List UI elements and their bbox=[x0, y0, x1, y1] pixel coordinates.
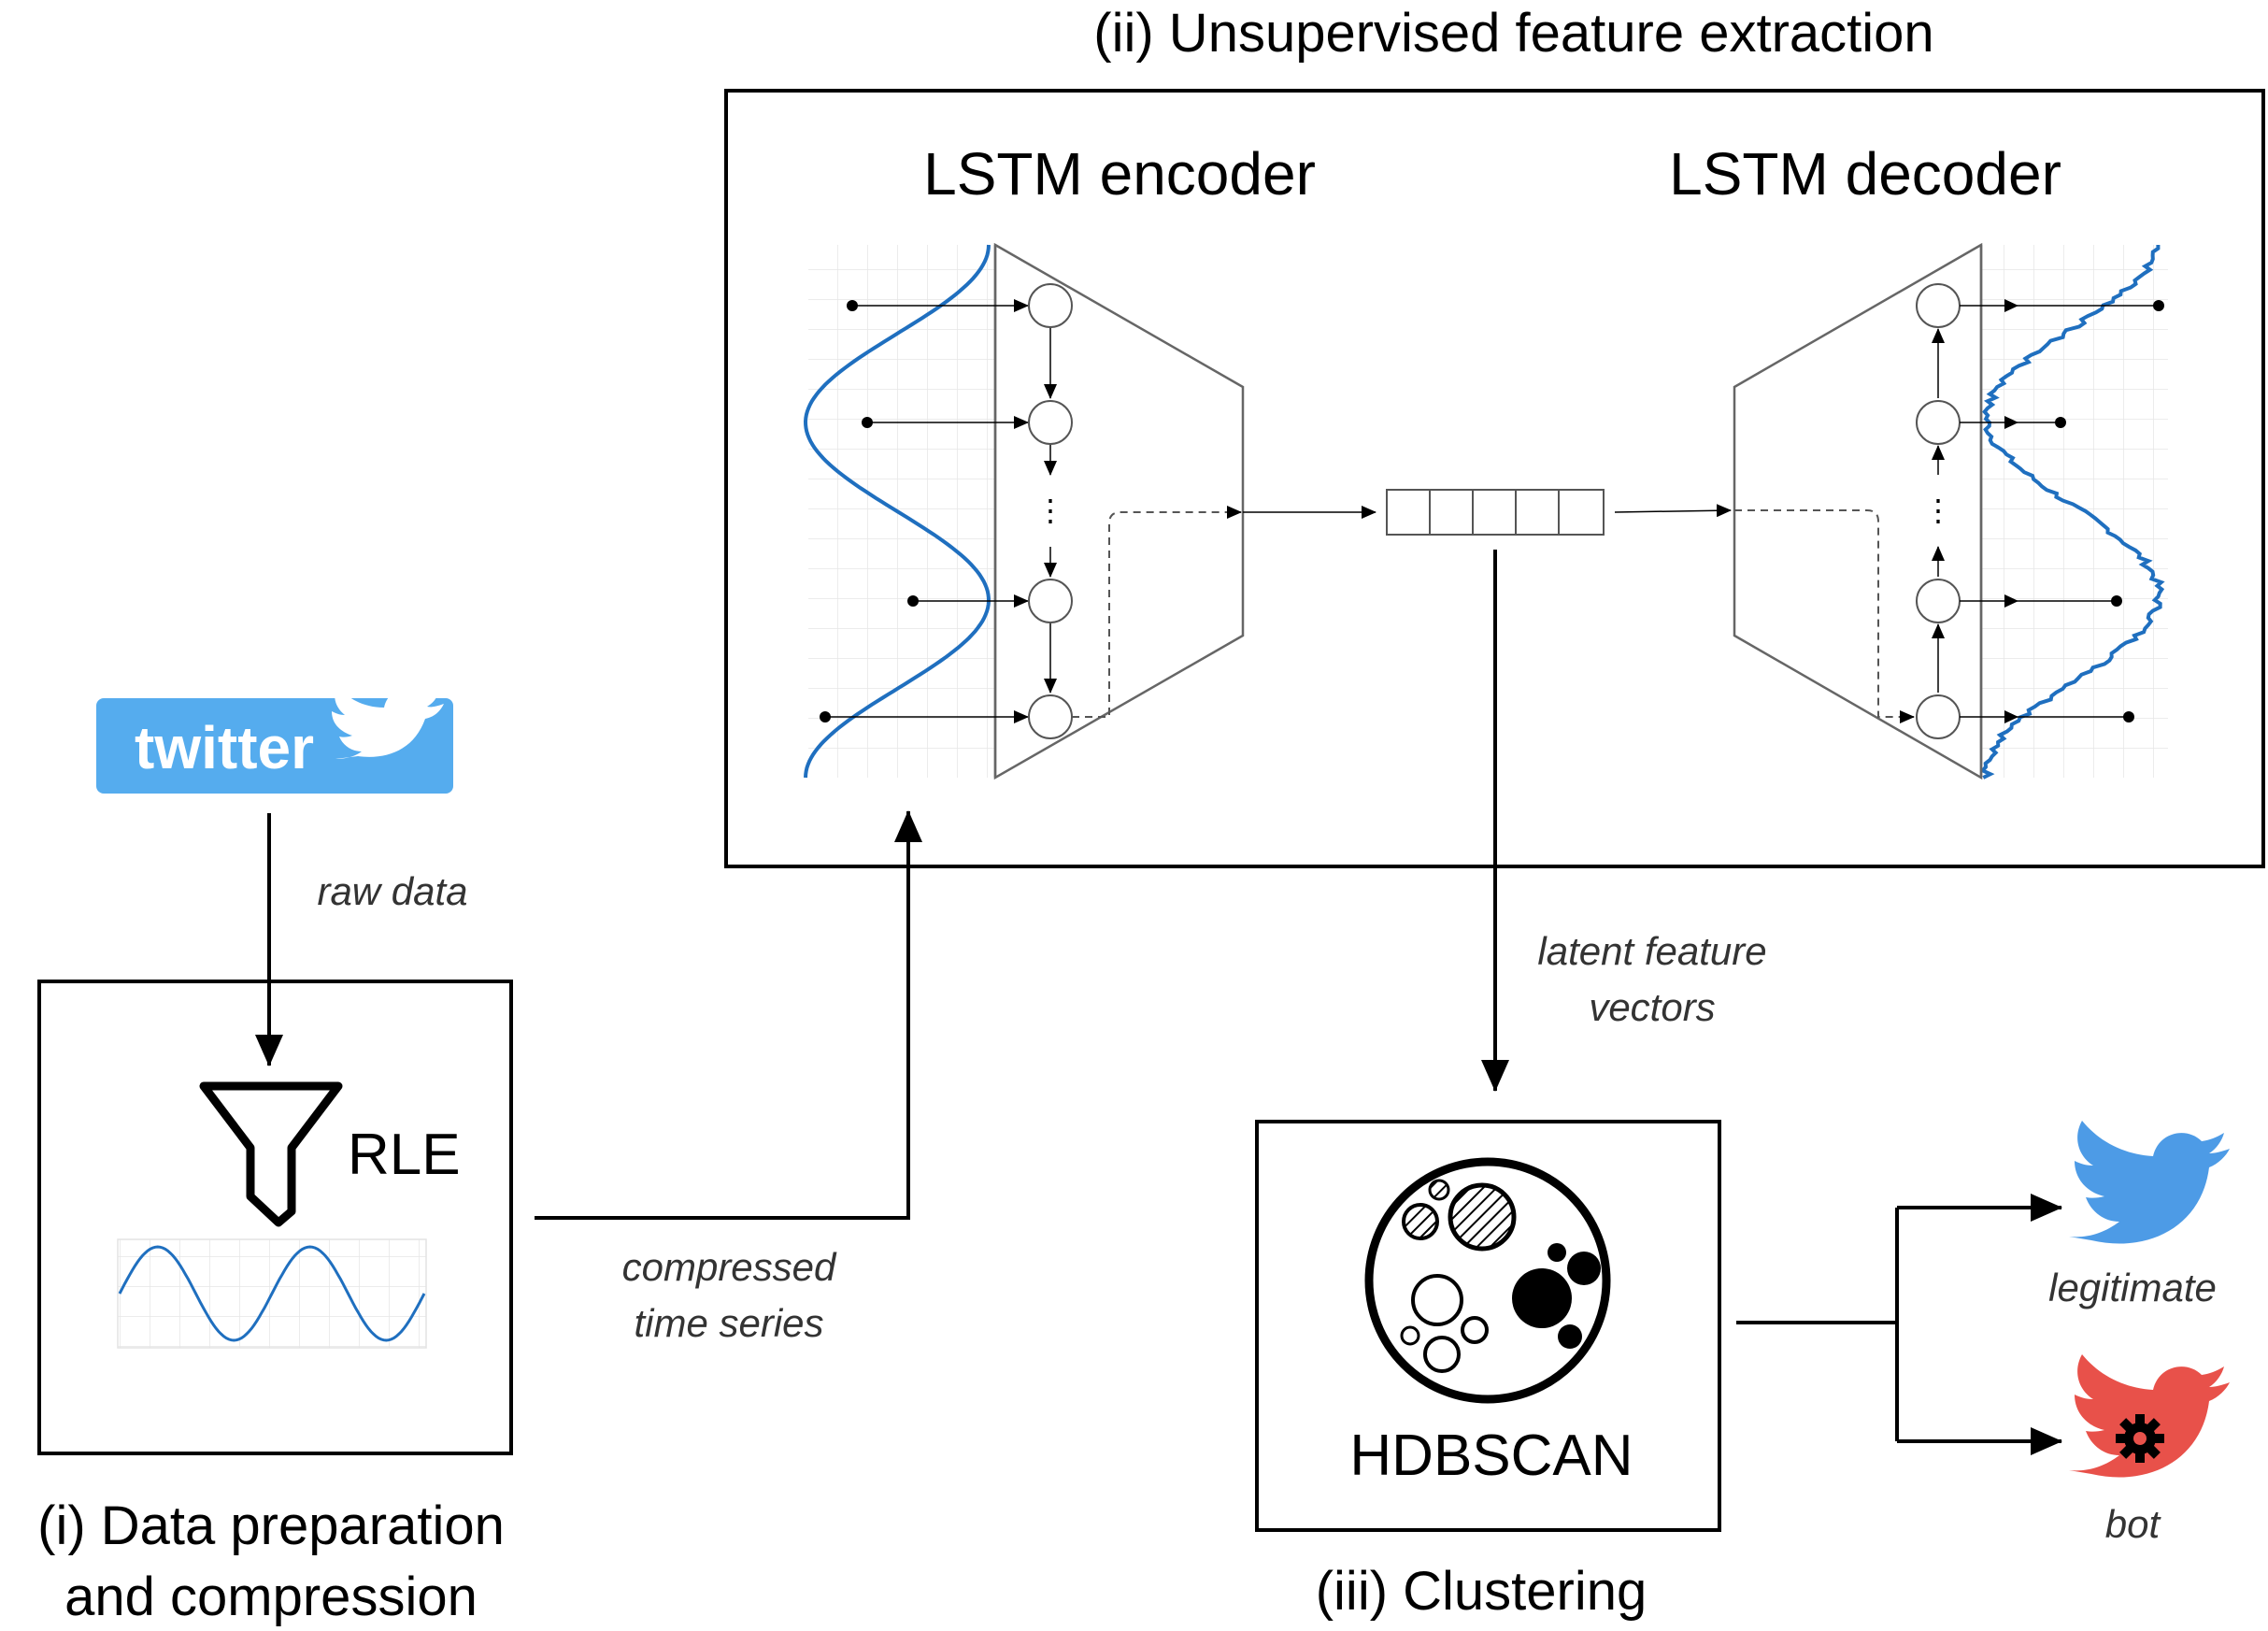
outline-cluster bbox=[1400, 1325, 1420, 1346]
lstm-cell bbox=[1916, 283, 1961, 328]
encoder-title: LSTM encoder bbox=[923, 140, 1316, 207]
hatched-cluster bbox=[1402, 1203, 1439, 1240]
latent-vector-box bbox=[1386, 489, 1605, 536]
legitimate-bird-icon bbox=[2069, 1121, 2230, 1244]
sample-point bbox=[820, 711, 831, 723]
stage-iii-title: (iii) Clustering bbox=[1316, 1561, 1648, 1622]
outline-cluster bbox=[1423, 1336, 1461, 1373]
stage-iii-box bbox=[1255, 1120, 1721, 1532]
cluster-icon bbox=[1364, 1157, 1611, 1404]
from-latent-arrow bbox=[1614, 504, 1732, 518]
solid-cluster bbox=[1558, 1324, 1582, 1349]
sample-point bbox=[862, 417, 873, 428]
decoder-cells: ⋮ bbox=[1734, 283, 2164, 739]
hdbscan-label: HDBSCAN bbox=[1349, 1424, 1633, 1488]
twitter-logo-text: twitter bbox=[135, 714, 314, 781]
solid-cluster bbox=[1548, 1243, 1566, 1262]
legitimate-bird bbox=[2069, 1121, 2230, 1244]
legitimate-label: legitimate bbox=[2048, 1266, 2217, 1309]
latent-vector bbox=[1386, 489, 1605, 536]
sample-point bbox=[2111, 595, 2122, 607]
lstm-cell bbox=[1028, 400, 1073, 445]
encoder-cells: ⋮ bbox=[820, 283, 1242, 739]
lstm-cell bbox=[1028, 579, 1073, 623]
twitter-logo: twitter bbox=[96, 685, 453, 794]
hatched-cluster bbox=[1428, 1179, 1450, 1201]
solid-cluster bbox=[1567, 1252, 1601, 1285]
lstm-cell bbox=[1916, 694, 1961, 739]
stage-i-title-line1: (i) Data preparation bbox=[37, 1495, 505, 1556]
classification-branch bbox=[1736, 1194, 2062, 1455]
twitter-bird-icon bbox=[332, 685, 444, 759]
sample-point bbox=[2123, 711, 2134, 723]
compressed-label-line2: time series bbox=[634, 1301, 823, 1345]
decoder-title: LSTM decoder bbox=[1669, 140, 2061, 207]
lstm-cell bbox=[1028, 694, 1073, 739]
decoder-state-arrow bbox=[1734, 509, 1915, 723]
encoder-input-plot bbox=[803, 244, 995, 779]
outline-cluster bbox=[1411, 1274, 1463, 1326]
hatched-cluster bbox=[1448, 1182, 1517, 1252]
stage-i-box bbox=[37, 980, 513, 1455]
gear-icon bbox=[2116, 1414, 2164, 1463]
stage-i-title-line2: and compression bbox=[64, 1567, 478, 1627]
encoder-plot-grid bbox=[808, 245, 995, 778]
rle-label: RLE bbox=[348, 1123, 461, 1187]
encoder-ellipsis: ⋮ bbox=[1035, 494, 1065, 527]
latent-label-line2: vectors bbox=[1589, 985, 1715, 1029]
sample-point bbox=[2055, 417, 2066, 428]
encoder-state-arrow bbox=[1072, 506, 1242, 718]
bot-bird bbox=[2069, 1354, 2230, 1478]
bot-label: bot bbox=[2105, 1502, 2162, 1546]
decoder-output-plot bbox=[1979, 245, 2168, 780]
sample-point bbox=[907, 595, 919, 607]
bot-bird-icon bbox=[2069, 1354, 2230, 1478]
solid-cluster bbox=[1512, 1268, 1572, 1328]
raw-data-label: raw data bbox=[317, 869, 467, 913]
lstm-cell bbox=[1028, 283, 1073, 328]
compressed-sine-plot bbox=[117, 1238, 427, 1349]
lstm-cell bbox=[1916, 579, 1961, 623]
outline-cluster bbox=[1461, 1316, 1489, 1344]
compressed-label-line1: compressed bbox=[622, 1245, 837, 1289]
encoder-input-curve bbox=[803, 244, 991, 779]
decoder-ellipsis: ⋮ bbox=[1923, 494, 1953, 527]
sample-point bbox=[2153, 300, 2164, 311]
decoder-output-curve bbox=[1979, 245, 2165, 780]
compressed-sine-curve bbox=[118, 1245, 426, 1342]
stage-ii-title: (ii) Unsupervised feature extraction bbox=[1093, 3, 1933, 64]
decoder-plot-grid bbox=[1981, 245, 2168, 778]
latent-label-line1: latent feature bbox=[1537, 929, 1766, 973]
funnel-icon bbox=[199, 1081, 343, 1227]
sample-point bbox=[847, 300, 858, 311]
compressed-arrow bbox=[535, 810, 922, 1220]
lstm-cell bbox=[1916, 400, 1961, 445]
